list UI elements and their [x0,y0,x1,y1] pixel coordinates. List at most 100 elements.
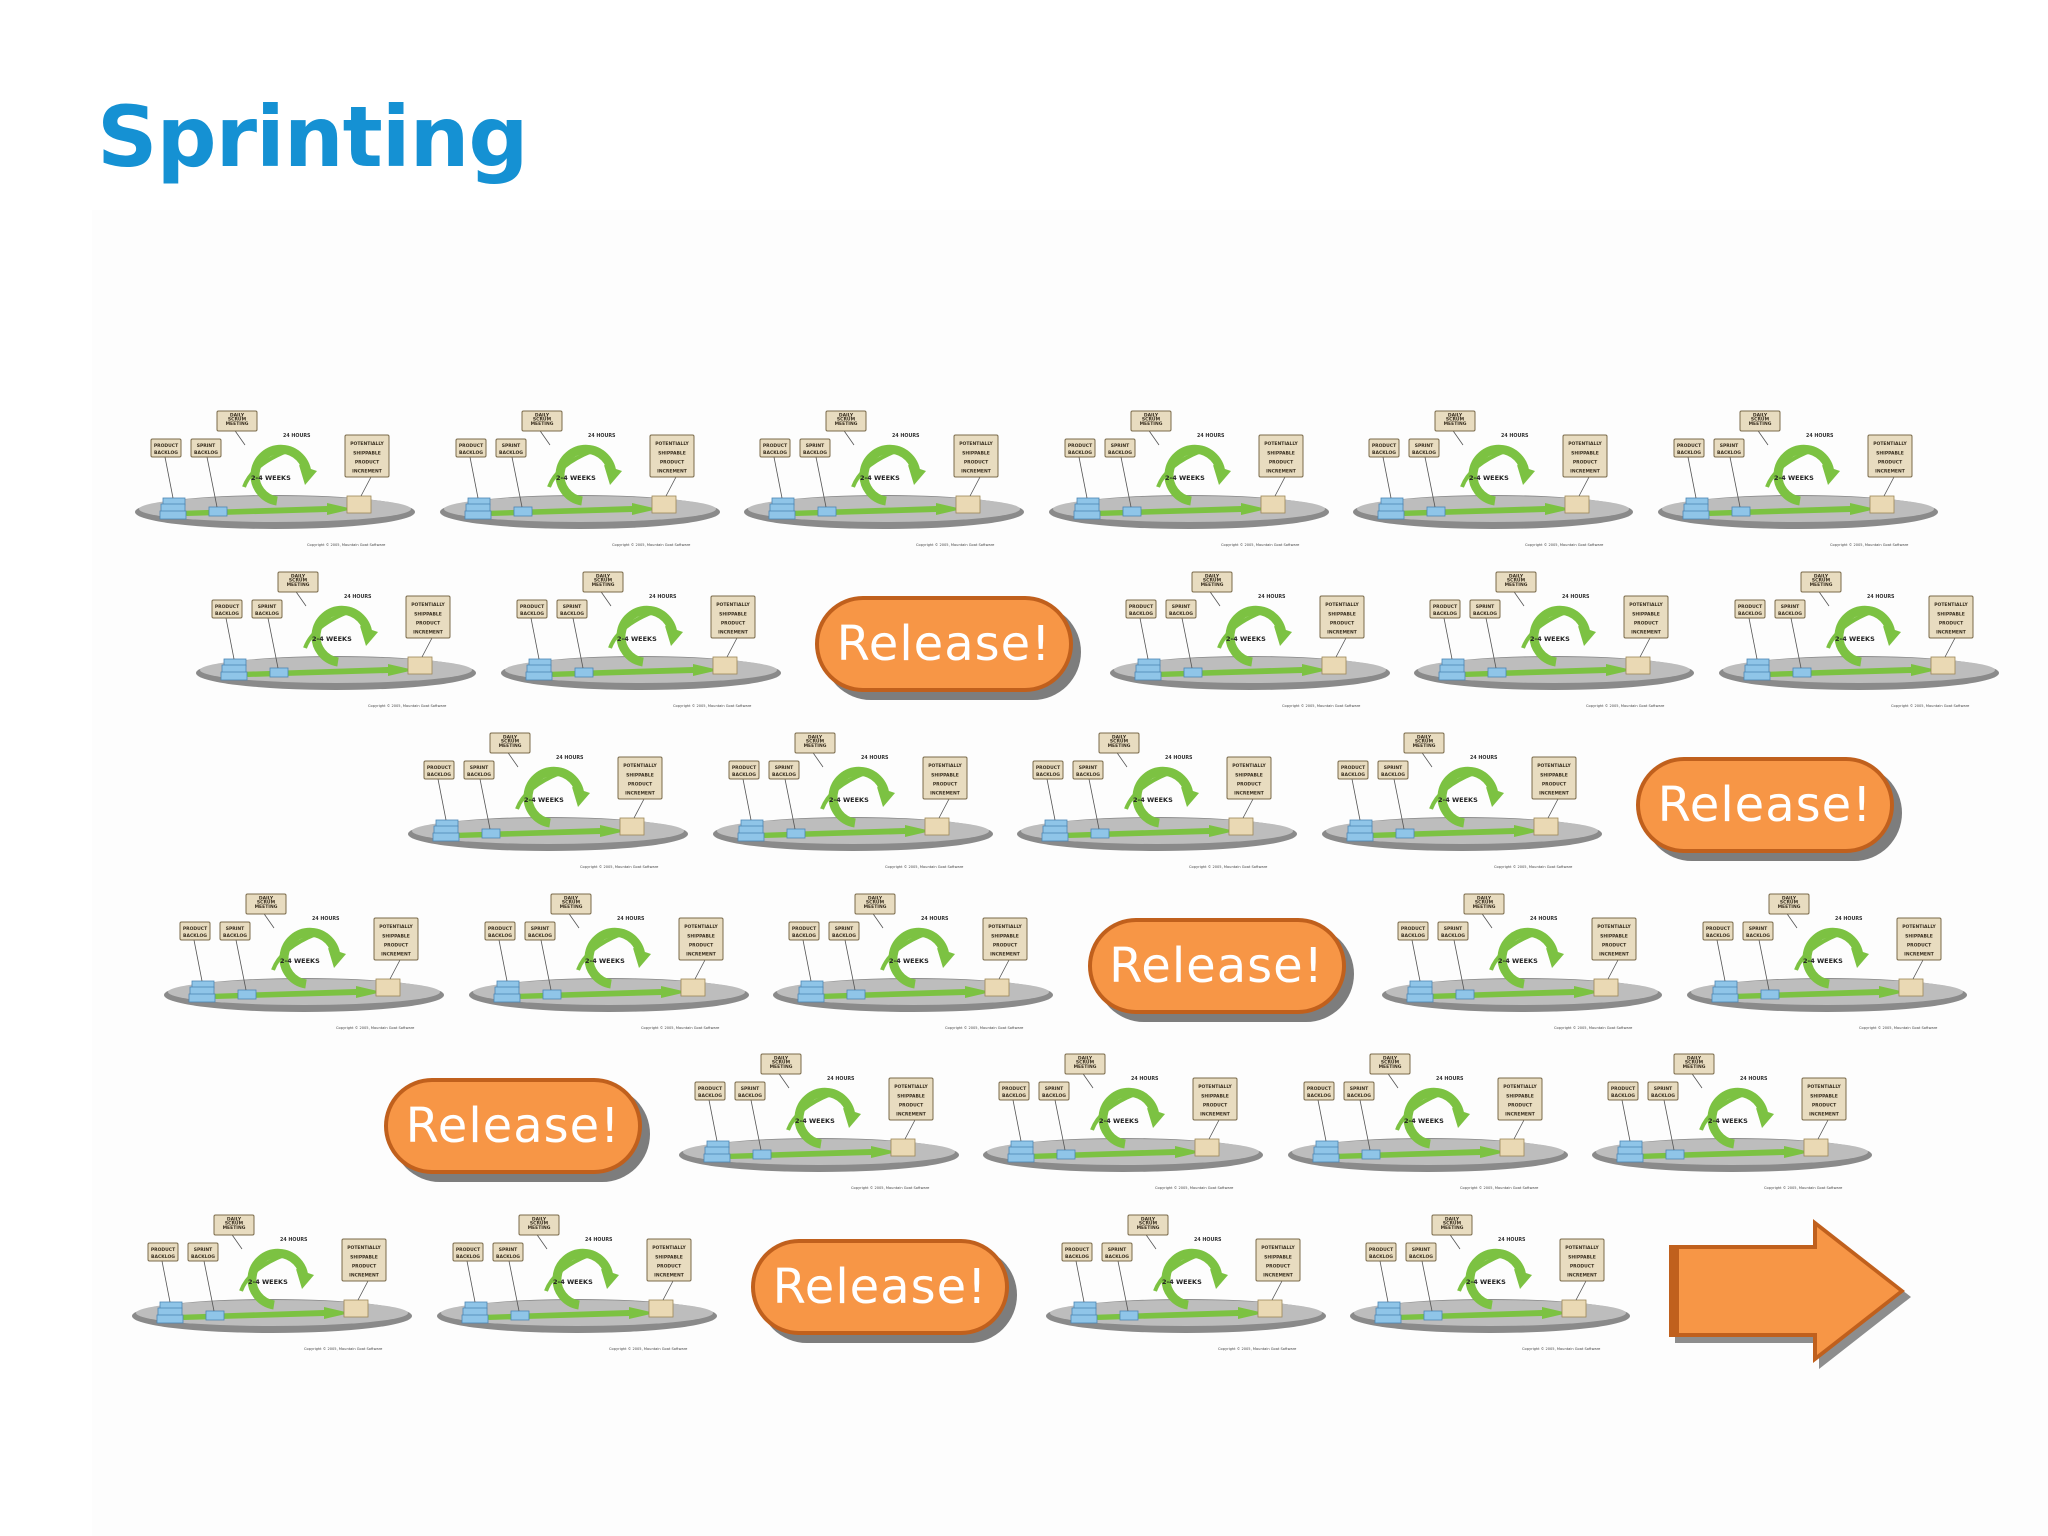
svg-text:SHIPPABLE: SHIPPABLE [1810,1093,1838,1099]
svg-text:BACKLOG: BACKLOG [488,933,512,939]
svg-text:MEETING: MEETING [1809,582,1832,588]
svg-text:BACKLOG: BACKLOG [223,933,247,939]
svg-text:INCREMENT: INCREMENT [349,1273,380,1279]
weeks-label: 2-4 WEEKS [553,1278,593,1286]
svg-text:PRODUCT: PRODUCT [1340,765,1365,771]
svg-text:MEETING: MEETING [1200,582,1223,588]
sprint-backlog-block [752,1149,771,1160]
svg-text:PRODUCT: PRODUCT [1877,459,1902,465]
weeks-label: 2-4 WEEKS [1438,796,1478,804]
svg-text:SHIPPABLE: SHIPPABLE [1201,1093,1229,1099]
hours-label: 24 HOURS [1530,916,1558,922]
svg-text:MEETING: MEETING [1441,1225,1464,1231]
copyright-label: Copyright © 2005, Mountain Goat Software [641,1026,720,1030]
svg-text:BACKLOG: BACKLOG [732,772,756,778]
svg-text:PRODUCT: PRODUCT [1573,459,1598,465]
svg-text:INCREMENT: INCREMENT [1263,1273,1294,1279]
increment-box [890,1138,915,1157]
svg-text:SCRUM: SCRUM [1507,578,1526,584]
svg-text:INCREMENT: INCREMENT [896,1112,927,1118]
svg-text:POTENTIALLY: POTENTIALLY [959,441,993,447]
svg-text:INCREMENT: INCREMENT [1327,630,1358,636]
svg-text:POTENTIALLY: POTENTIALLY [1934,602,1968,608]
svg-text:DAILY: DAILY [1204,573,1219,579]
svg-text:BACKLOG: BACKLOG [1036,772,1060,778]
svg-text:INCREMENT: INCREMENT [1875,469,1906,475]
svg-text:MEETING: MEETING [591,582,614,588]
svg-text:INCREMENT: INCREMENT [654,1273,685,1279]
scrum-sprint-cycle-diagram: DAILYSCRUMMEETINGPRODUCTBACKLOGSPRINTBAC… [1109,571,1390,708]
scrum-sprint-cycle-diagram: DAILYSCRUMMEETINGPRODUCTBACKLOGSPRINTBAC… [1353,410,1633,547]
svg-text:INCREMENT: INCREMENT [1599,952,1630,958]
svg-text:DAILY: DAILY [1477,895,1492,901]
svg-text:SPRINT: SPRINT [1748,926,1767,932]
svg-text:SHIPPABLE: SHIPPABLE [382,933,410,939]
svg-text:INCREMENT: INCREMENT [1539,791,1570,797]
svg-text:BACKLOG: BACKLOG [1347,1093,1371,1099]
svg-text:SCRUM: SCRUM [1811,578,1830,584]
svg-text:SPRINT: SPRINT [1383,765,1402,771]
copyright-label: Copyright © 2005, Mountain Goat Software [885,865,964,869]
svg-text:POTENTIALLY: POTENTIALLY [1264,441,1298,447]
svg-text:POTENTIALLY: POTENTIALLY [1568,441,1602,447]
weeks-label: 2-4 WEEKS [1708,1117,1748,1125]
weeks-label: 2-4 WEEKS [1835,635,1875,643]
cycle-arrow-shape [555,444,616,506]
svg-text:POTENTIALLY: POTENTIALLY [1503,1084,1537,1090]
svg-text:BACKLOG: BACKLOG [151,1254,175,1260]
hours-label: 24 HOURS [861,755,889,761]
svg-text:BACKLOG: BACKLOG [215,611,239,617]
cycle-arrow-shape [1098,1087,1160,1149]
svg-text:INCREMENT: INCREMENT [413,630,444,636]
svg-text:SCRUM: SCRUM [225,1221,244,1227]
hours-label: 24 HOURS [1806,433,1834,439]
svg-text:SHIPPABLE: SHIPPABLE [350,1254,378,1260]
svg-text:SHIPPABLE: SHIPPABLE [353,450,381,456]
svg-text:PRODUCT: PRODUCT [763,443,788,449]
cycle-arrow-shape [1465,1248,1527,1310]
svg-text:BACKLOG: BACKLOG [1717,450,1741,456]
svg-text:DAILY: DAILY [1781,895,1796,901]
release-badge: Release! [1636,757,1894,853]
svg-text:SPRINT: SPRINT [1110,443,1129,449]
svg-text:BACKLOG: BACKLOG [1677,450,1701,456]
svg-text:SCRUM: SCRUM [561,900,580,906]
hours-label: 24 HOURS [312,916,340,922]
scrum-sprint-cycle-diagram: DAILYSCRUMMEETINGPRODUCTBACKLOGSPRINTBAC… [712,732,993,869]
svg-text:POTENTIALLY: POTENTIALLY [1325,602,1359,608]
svg-text:SHIPPABLE: SHIPPABLE [1876,450,1904,456]
hours-label: 24 HOURS [344,594,372,600]
svg-text:MEETING: MEETING [1473,904,1496,910]
hours-label: 24 HOURS [617,916,645,922]
